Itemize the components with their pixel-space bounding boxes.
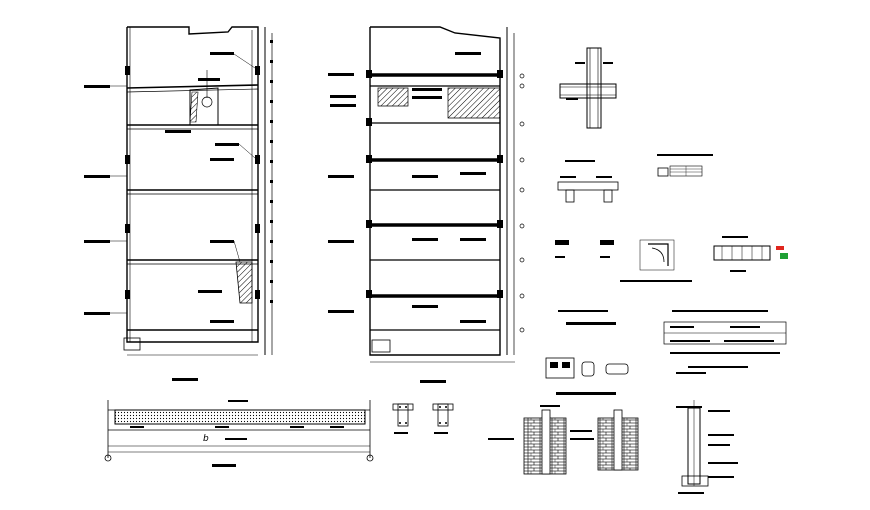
masonry-wall-details: [488, 405, 639, 475]
red-marker: [776, 246, 784, 250]
column-joint-detail: [559, 47, 617, 129]
section-symbols: [545, 357, 629, 395]
floor-plan-left: [84, 26, 273, 381]
green-marker: [780, 253, 788, 259]
wall-footing-section: [676, 400, 738, 494]
slab-section-details: [555, 160, 788, 282]
beam-mark-label: b: [203, 434, 209, 444]
reinforcement-schedule: [558, 310, 787, 374]
floor-plan-right: [328, 26, 525, 383]
beam-elevation: b: [104, 400, 374, 467]
beam-sections: [392, 403, 454, 434]
detail-schedule-table: [657, 154, 713, 177]
